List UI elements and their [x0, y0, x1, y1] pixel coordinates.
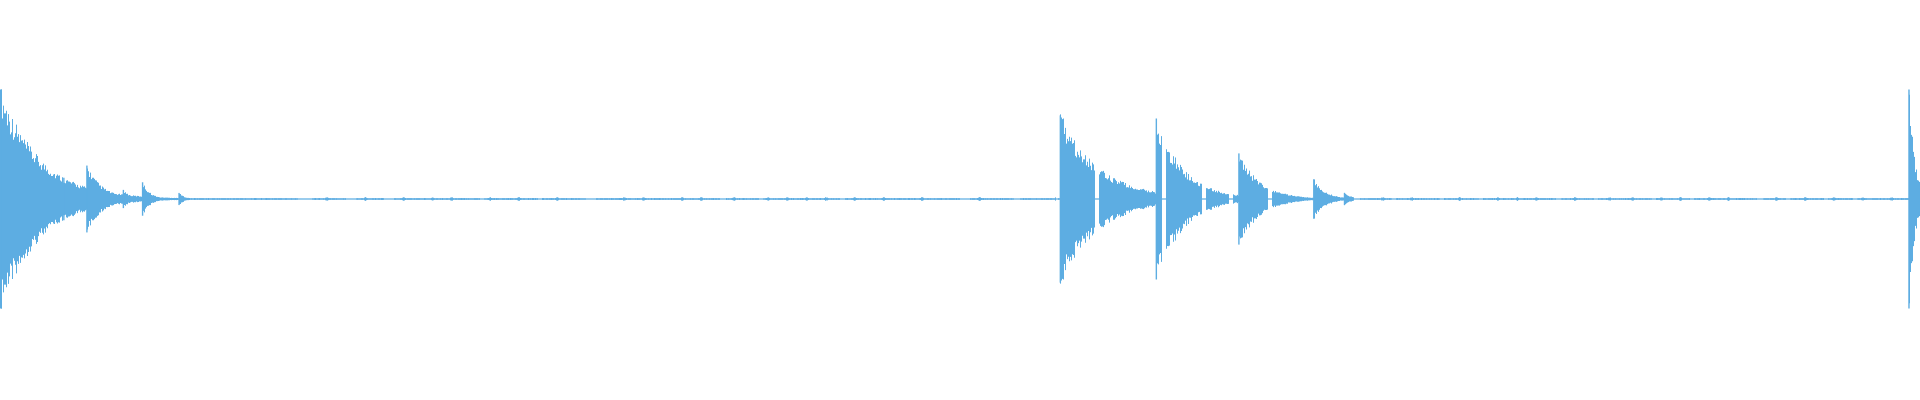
waveform-body: [0, 89, 1920, 309]
waveform-transients: [0, 89, 1910, 309]
